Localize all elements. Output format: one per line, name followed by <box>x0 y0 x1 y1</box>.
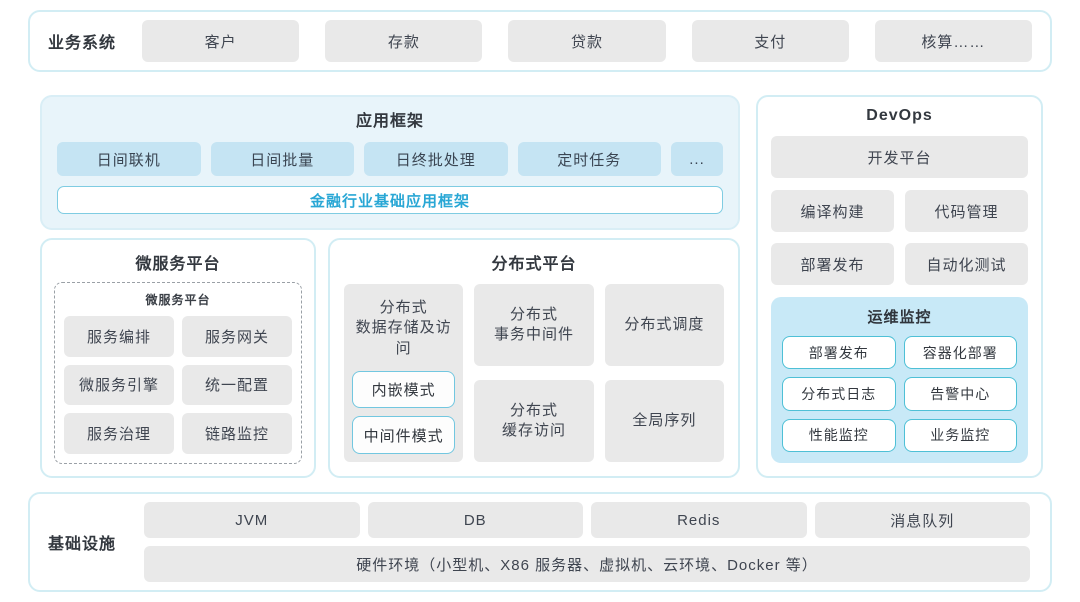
microservice-inner-box: 微服务平台 服务编排 服务网关 微服务引擎 统一配置 服务治理 链路监控 <box>54 282 302 464</box>
app-item-more: ... <box>671 142 723 176</box>
infrastructure-label: 基础设施 <box>48 536 117 553</box>
monitor-item-dist-log: 分布式日志 <box>782 377 896 411</box>
monitor-item-deploy: 部署发布 <box>782 336 896 370</box>
microservice-inner-title: 微服务平台 <box>145 293 211 307</box>
monitor-item-perf-monitor: 性能监控 <box>782 418 896 452</box>
devops-title: DevOps <box>866 107 933 124</box>
app-item-scheduled-task: 定时任务 <box>517 142 661 176</box>
microservice-platform-panel: 微服务平台 微服务平台 服务编排 服务网关 微服务引擎 统一配置 服务治理 链路… <box>40 238 316 478</box>
micro-item-gateway: 服务网关 <box>182 316 292 357</box>
app-item-daytime-online: 日间联机 <box>57 142 201 176</box>
app-framework-items: 日间联机 日间批量 日终批处理 定时任务 ... <box>57 142 723 176</box>
distributed-storage-box: 分布式 数据存储及访问 内嵌模式 中间件模式 <box>344 284 464 462</box>
micro-item-engine: 微服务引擎 <box>64 364 174 406</box>
micro-item-governance: 服务治理 <box>64 413 174 454</box>
dist-item-cache-access: 分布式 缓存访问 <box>474 380 594 462</box>
devops-item-dev-platform: 开发平台 <box>771 136 1028 178</box>
finance-base-framework-box: 金融行业基础应用框架 <box>57 186 723 214</box>
infra-item-mq: 消息队列 <box>814 502 1031 538</box>
micro-item-orchestration: 服务编排 <box>64 316 174 357</box>
dist-item-global-sequence: 全局序列 <box>604 380 724 462</box>
devops-item-auto-test: 自动化测试 <box>905 243 1028 285</box>
dist-item-transaction-middleware: 分布式 事务中间件 <box>474 284 594 366</box>
ops-monitor-panel: 运维监控 部署发布 容器化部署 分布式日志 告警中心 性能监控 业务监控 <box>771 297 1028 463</box>
micro-item-tracing: 链路监控 <box>182 413 292 454</box>
app-item-eod-batch: 日终批处理 <box>364 142 508 176</box>
infrastructure-row: JVM DB Redis 消息队列 <box>144 502 1031 538</box>
business-systems-boxes: 客户 存款 贷款 支付 核算…… <box>142 20 1033 62</box>
business-systems-panel: 业务系统 客户 存款 贷款 支付 核算…… <box>28 10 1052 72</box>
business-systems-label: 业务系统 <box>48 35 117 52</box>
devops-item-build: 编译构建 <box>771 190 894 232</box>
ops-monitor-grid: 部署发布 容器化部署 分布式日志 告警中心 性能监控 业务监控 <box>782 336 1017 452</box>
storage-mode-embedded: 内嵌模式 <box>352 370 456 409</box>
micro-item-config: 统一配置 <box>182 364 292 406</box>
business-item-deposit: 存款 <box>325 20 483 62</box>
distributed-storage-title: 分布式 数据存储及访问 <box>355 299 452 357</box>
business-item-customer: 客户 <box>142 20 300 62</box>
business-item-loan: 贷款 <box>508 20 666 62</box>
storage-mode-middleware: 中间件模式 <box>352 416 456 454</box>
business-item-payment: 支付 <box>691 20 849 62</box>
hardware-environment-box: 硬件环境（小型机、X86 服务器、虚拟机、云环境、Docker 等） <box>144 546 1030 582</box>
devops-grid: 编译构建 代码管理 部署发布 自动化测试 <box>771 190 1028 285</box>
distributed-body: 分布式 数据存储及访问 内嵌模式 中间件模式 分布式 事务中间件 分布式 缓存访… <box>344 284 724 462</box>
monitor-item-biz-monitor: 业务监控 <box>903 418 1017 452</box>
monitor-item-container-deploy: 容器化部署 <box>903 336 1017 370</box>
infra-item-redis: Redis <box>591 502 807 538</box>
distributed-right-col: 分布式调度 全局序列 <box>604 284 724 462</box>
distributed-platform-title: 分布式平台 <box>491 256 577 273</box>
infrastructure-body: JVM DB Redis 消息队列 硬件环境（小型机、X86 服务器、虚拟机、云… <box>144 502 1031 582</box>
distributed-platform-panel: 分布式平台 分布式 数据存储及访问 内嵌模式 中间件模式 分布式 事务中间件 分… <box>328 238 740 478</box>
infra-item-db: DB <box>367 502 584 538</box>
microservice-platform-title: 微服务平台 <box>135 256 221 273</box>
app-item-daytime-batch: 日间批量 <box>210 142 354 176</box>
distributed-storage-col: 分布式 数据存储及访问 内嵌模式 中间件模式 <box>344 284 464 462</box>
ops-monitor-title: 运维监控 <box>867 309 932 326</box>
devops-item-deploy: 部署发布 <box>771 243 894 285</box>
business-item-accounting: 核算…… <box>874 20 1033 62</box>
distributed-middle-col: 分布式 事务中间件 分布式 缓存访问 <box>474 284 594 462</box>
monitor-item-alert-center: 告警中心 <box>903 377 1017 411</box>
infrastructure-panel: 基础设施 JVM DB Redis 消息队列 硬件环境（小型机、X86 服务器、… <box>28 492 1052 592</box>
devops-panel: DevOps 开发平台 编译构建 代码管理 部署发布 自动化测试 运维监控 部署… <box>756 95 1043 478</box>
app-framework-panel: 应用框架 日间联机 日间批量 日终批处理 定时任务 ... 金融行业基础应用框架 <box>40 95 740 230</box>
dist-item-scheduling: 分布式调度 <box>604 284 724 366</box>
infra-item-jvm: JVM <box>144 502 360 538</box>
devops-item-code-mgmt: 代码管理 <box>905 190 1028 232</box>
microservice-grid: 服务编排 服务网关 微服务引擎 统一配置 服务治理 链路监控 <box>64 316 292 454</box>
app-framework-title: 应用框架 <box>355 113 424 130</box>
